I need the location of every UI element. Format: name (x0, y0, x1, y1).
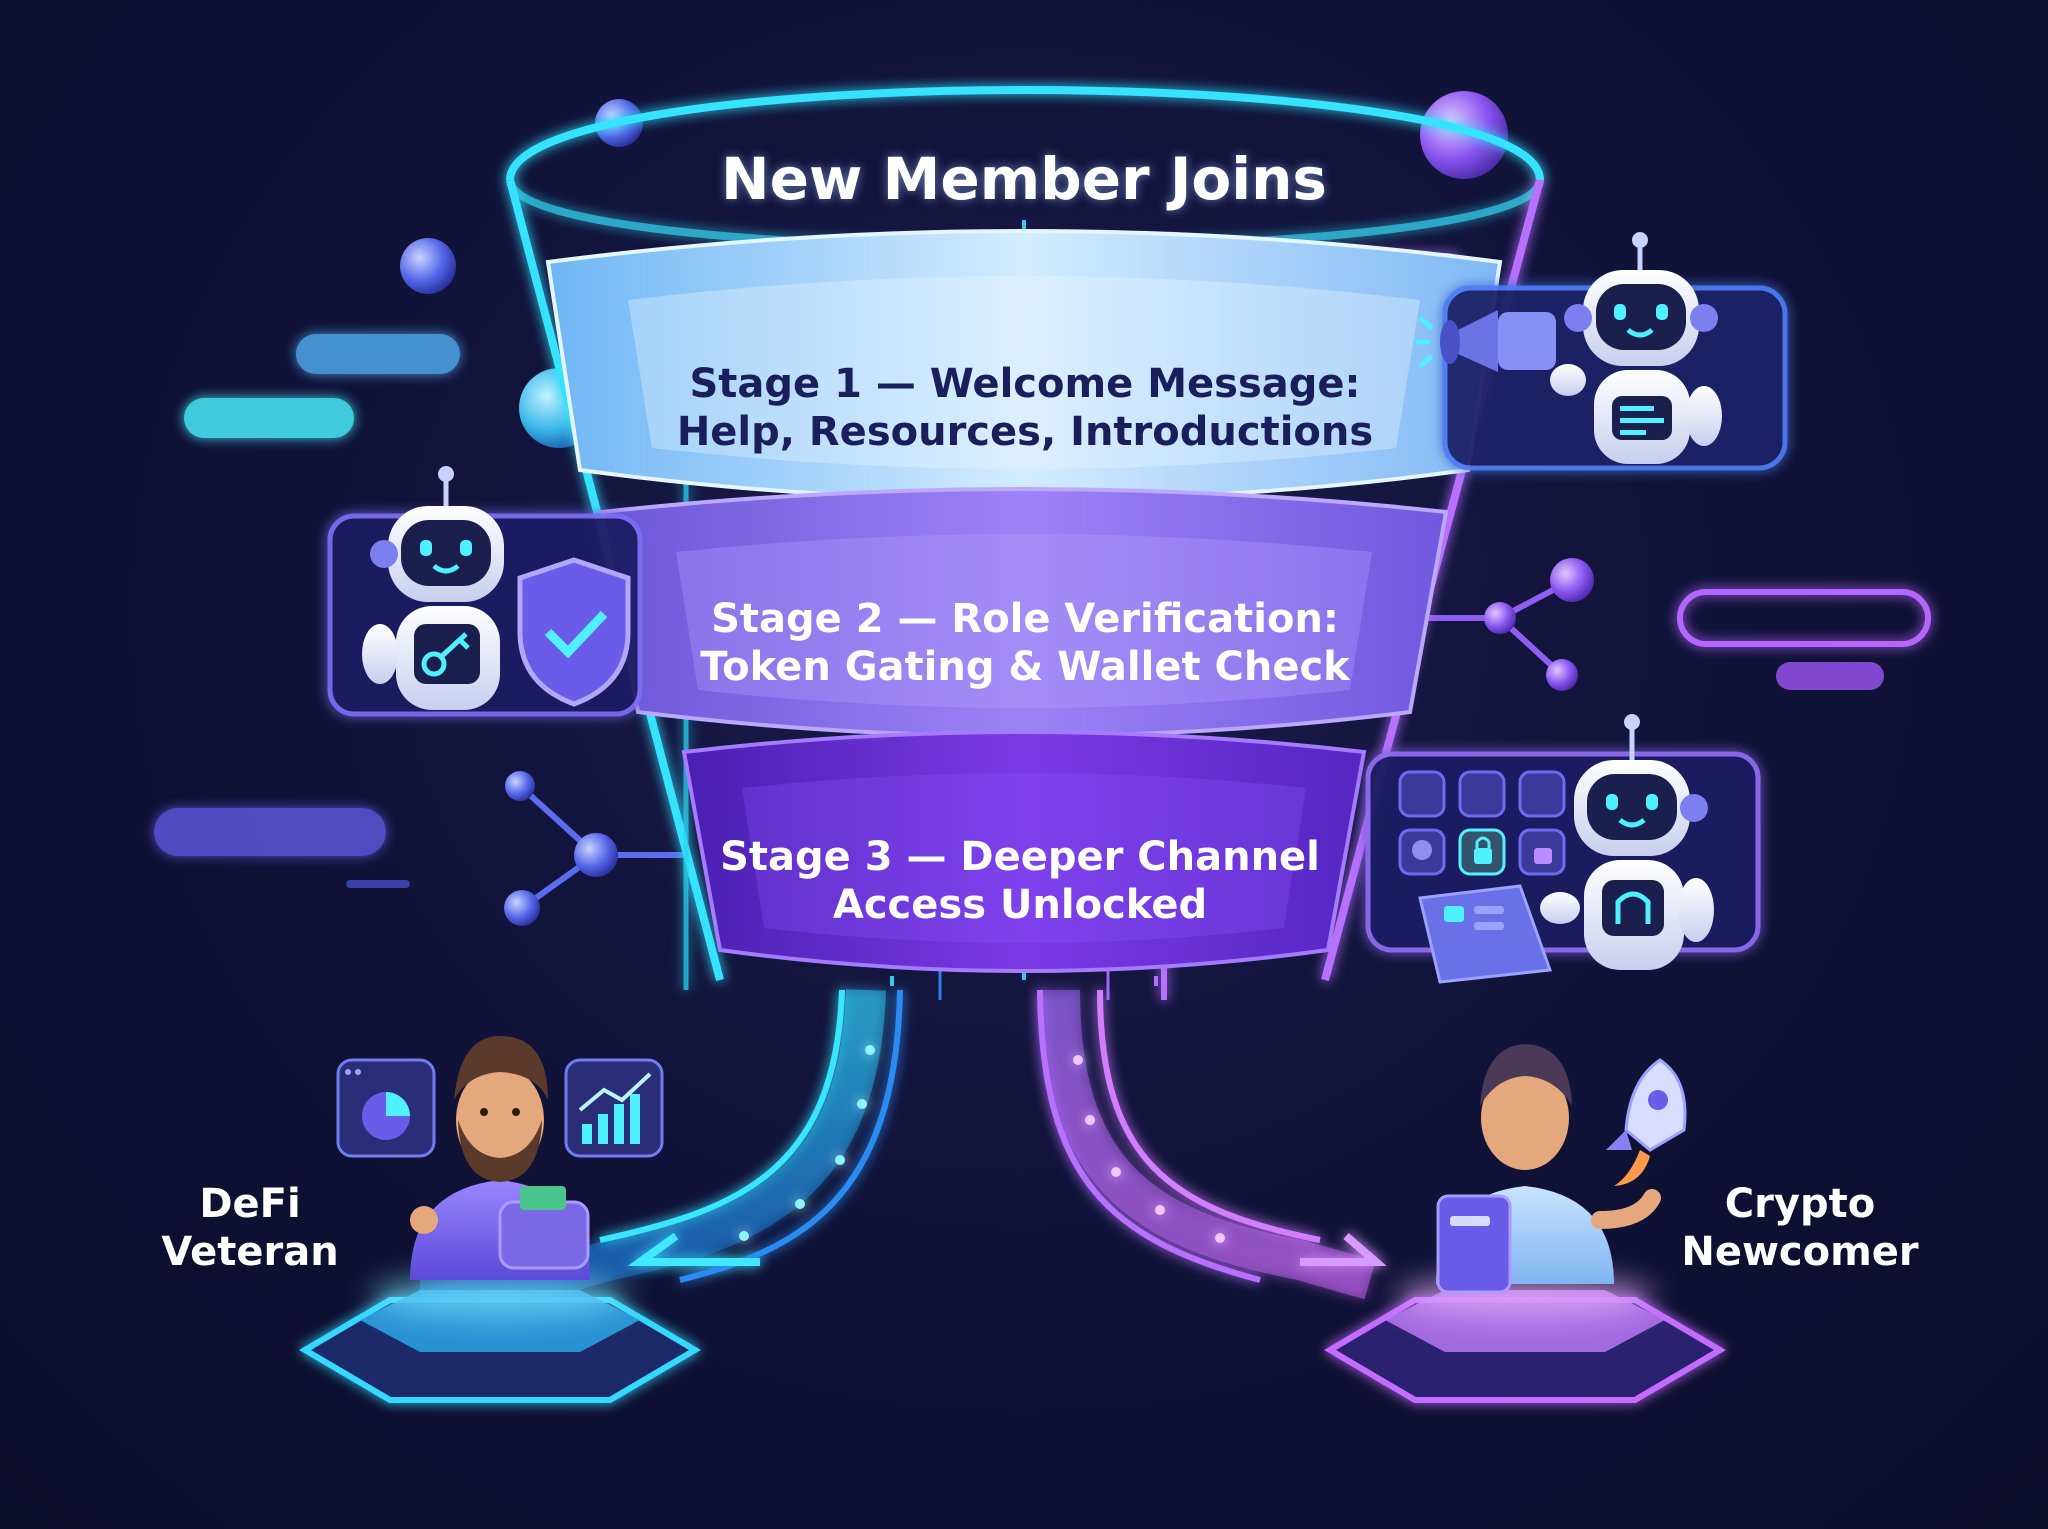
path-right (1040, 990, 1376, 1280)
pedestal-right (1330, 1274, 1720, 1400)
growth-chart-icon (566, 1060, 662, 1156)
dashboard-chart-icon (338, 1060, 434, 1156)
pedestal-left (305, 1274, 695, 1400)
stage-2-label: Stage 2 — Role Verification: Token Gatin… (680, 595, 1370, 691)
rocket-icon (1606, 1060, 1685, 1186)
funnel-title: New Member Joins (624, 145, 1424, 215)
molecule-left (504, 771, 688, 926)
stage-3-label: Stage 3 — Deeper Channel Access Unlocked (710, 833, 1330, 929)
stage-1-label: Stage 1 — Welcome Message: Help, Resourc… (640, 360, 1410, 456)
outcome-defi-veteran-label: DeFi Veteran (120, 1180, 380, 1276)
avatar-left (410, 1036, 590, 1280)
outcome-crypto-newcomer-label: Crypto Newcomer (1640, 1180, 1960, 1276)
avatar-right (1436, 1044, 1652, 1292)
molecule-right (1428, 558, 1594, 691)
